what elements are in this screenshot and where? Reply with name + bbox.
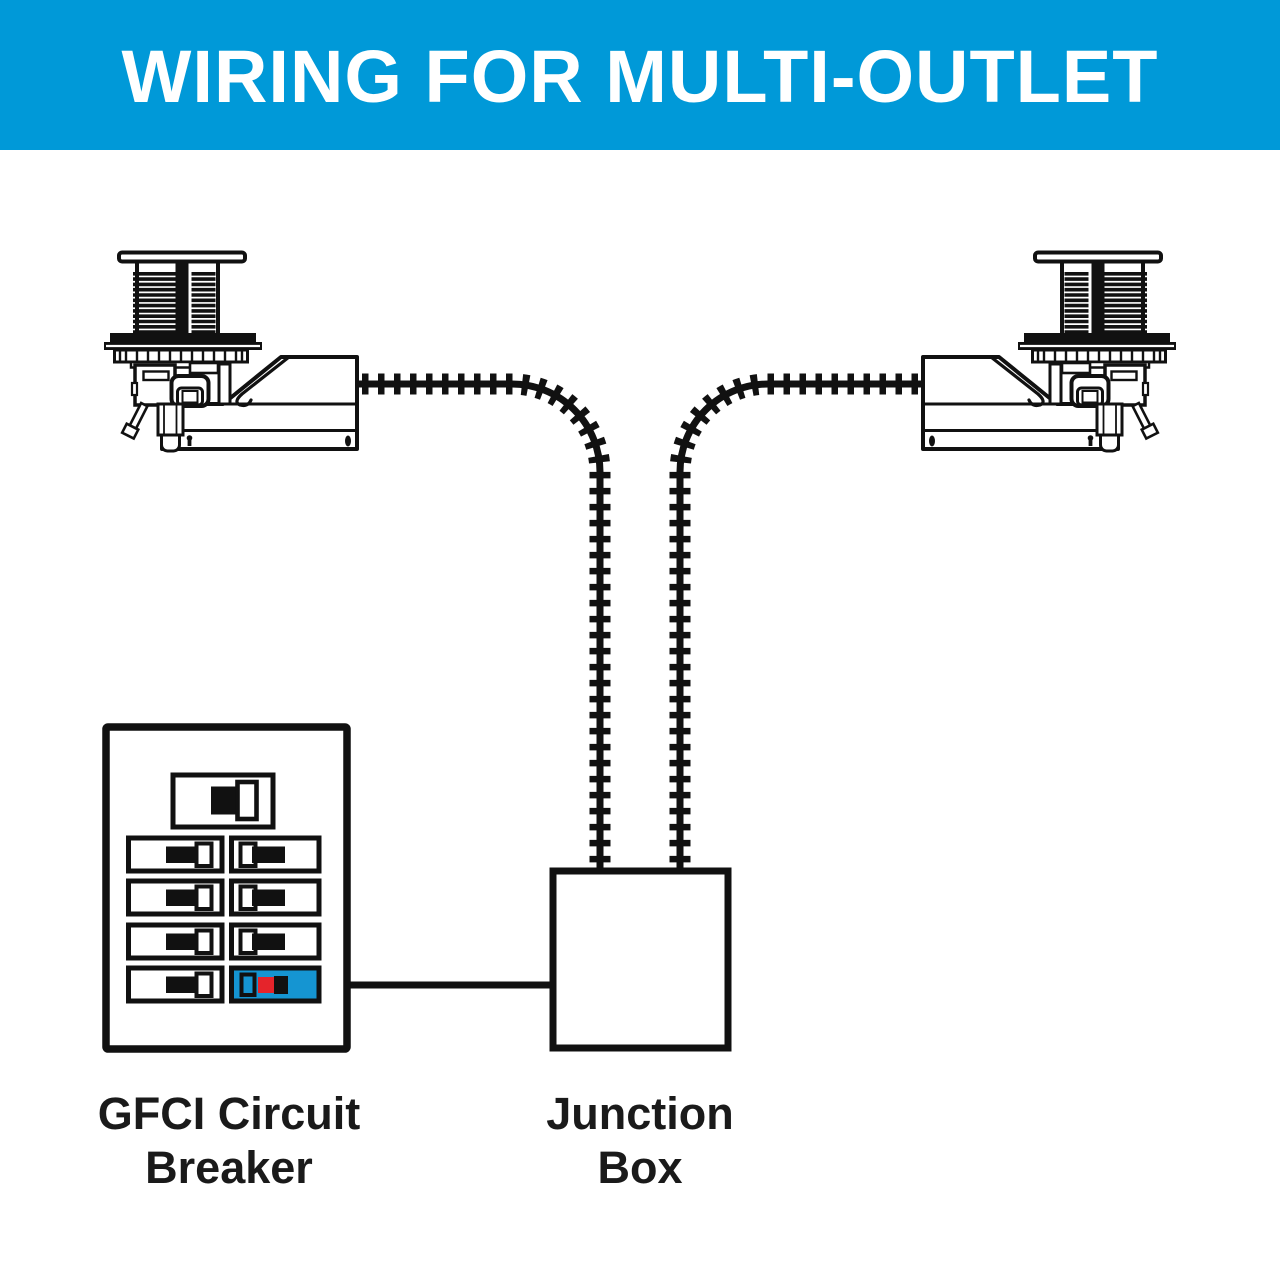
branch-breaker: [129, 968, 223, 1001]
junction-box: [549, 867, 732, 1052]
gfci-breaker-label-line1: GFCI Circuit: [98, 1088, 361, 1139]
title-banner: [0, 0, 1280, 150]
branch-breaker: [129, 881, 223, 914]
branch-breaker: [232, 925, 320, 958]
junction-box-label-line2: Box: [597, 1142, 682, 1193]
junction-box-label-line1: Junction: [546, 1088, 734, 1139]
branch-breaker: [232, 838, 320, 871]
popup-outlet-right: [680, 253, 1176, 873]
gfci-breaker-label-line2: Breaker: [145, 1142, 313, 1193]
gfci-breaker: [229, 965, 322, 1004]
branch-breaker: [129, 838, 223, 871]
branch-breaker: [129, 925, 223, 958]
gfci-red-indicator: [258, 977, 274, 993]
page-title: WIRING FOR MULTI-OUTLET: [122, 35, 1159, 118]
branch-breaker: [232, 881, 320, 914]
main-breaker: [170, 772, 276, 830]
gfci-panel: [102, 723, 351, 1053]
